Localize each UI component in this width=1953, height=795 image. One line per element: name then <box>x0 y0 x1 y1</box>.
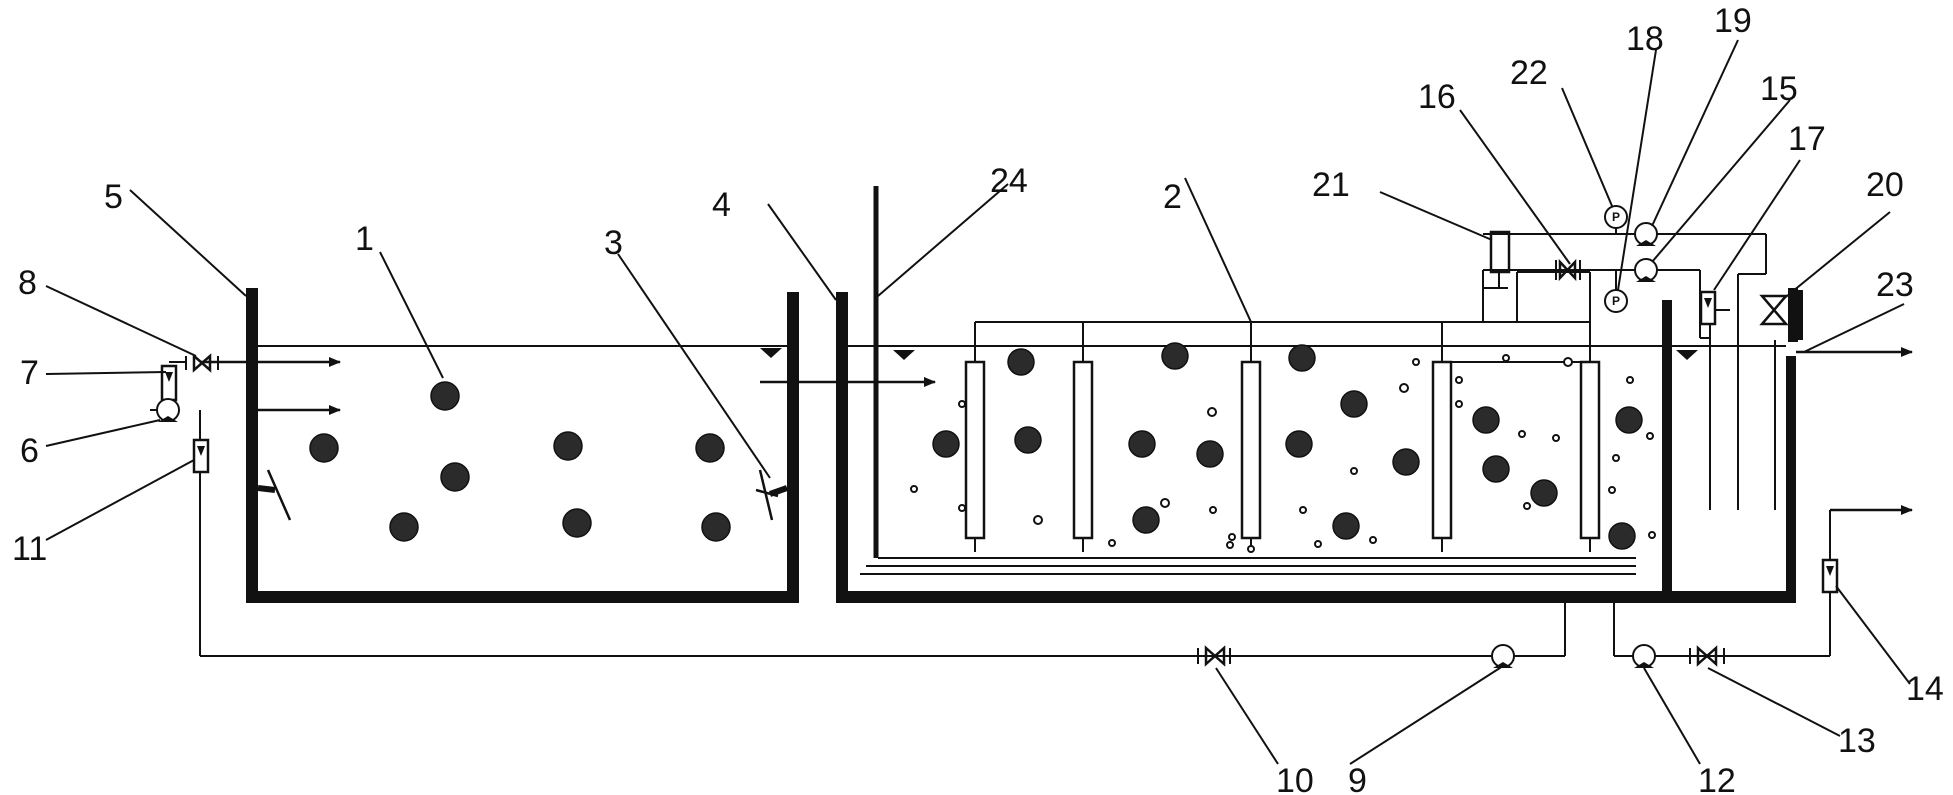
pump-15 <box>1634 258 1658 282</box>
left-devices <box>150 353 219 656</box>
label-22: 22 <box>1510 54 1548 92</box>
label-15: 15 <box>1760 70 1798 108</box>
label-12: 12 <box>1698 762 1736 795</box>
label-14: 14 <box>1906 670 1944 708</box>
valve-20 <box>1759 290 1803 340</box>
carrier-balls-tank-2 <box>932 342 1643 550</box>
flowmeter-17 <box>1699 290 1717 326</box>
label-24: 24 <box>990 162 1028 200</box>
label-18: 18 <box>1626 20 1664 58</box>
label-7: 7 <box>20 354 39 392</box>
label-21: 21 <box>1312 166 1350 204</box>
label-8: 8 <box>18 264 37 302</box>
gauge-22-symbol: P <box>1612 210 1620 224</box>
label-1: 1 <box>355 220 374 258</box>
tank-1 <box>200 288 936 603</box>
pump-19 <box>1634 222 1658 246</box>
right-chamber <box>1709 274 1913 510</box>
stirrer-left <box>257 469 292 521</box>
label-20: 20 <box>1866 166 1904 204</box>
label-6: 6 <box>20 432 39 470</box>
bottom-piping <box>200 505 1913 668</box>
label-13: 13 <box>1838 722 1876 760</box>
label-11: 11 <box>12 530 47 568</box>
pressure-gauge-22: P <box>1604 205 1628 229</box>
leader-lines <box>45 39 1911 765</box>
label-10: 10 <box>1276 762 1314 795</box>
label-3: 3 <box>604 224 623 262</box>
label-17: 17 <box>1788 120 1826 158</box>
number-labels: 1 2 3 4 5 6 7 8 9 10 11 12 13 14 15 16 1… <box>12 2 1944 795</box>
pressure-gauge-18: P <box>1604 289 1628 313</box>
air-bubbles <box>910 354 1656 553</box>
stirrer-3 <box>755 469 788 521</box>
valve-16 <box>1555 258 1581 282</box>
label-16: 16 <box>1418 78 1456 116</box>
label-23: 23 <box>1876 266 1914 304</box>
membrane-modules <box>964 321 1601 552</box>
label-9: 9 <box>1348 762 1367 795</box>
gauge-18-symbol: P <box>1612 294 1620 308</box>
carrier-balls-tank-1 <box>309 381 731 542</box>
label-19: 19 <box>1714 2 1752 40</box>
label-5: 5 <box>104 178 123 216</box>
label-4: 4 <box>712 186 731 224</box>
label-2: 2 <box>1163 178 1182 216</box>
tank-2 <box>836 186 1796 603</box>
